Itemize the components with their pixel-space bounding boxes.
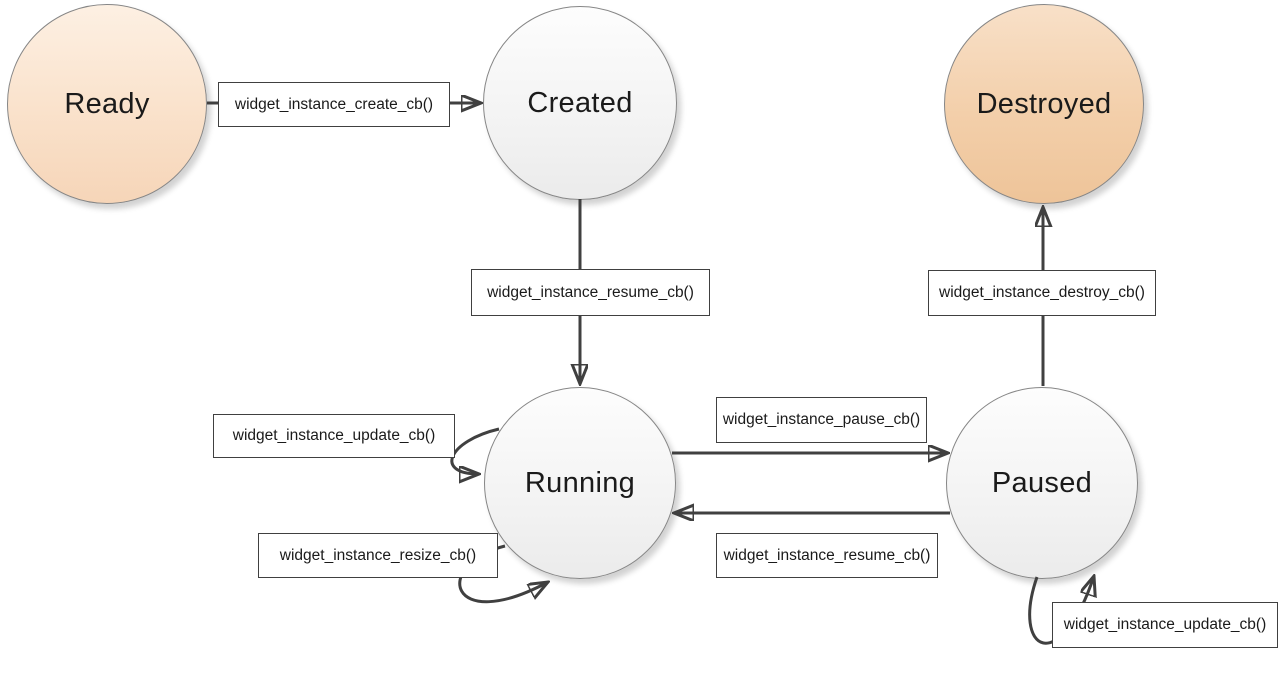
state-circle-destroyed: Destroyed: [944, 4, 1144, 204]
transition-label-resume-created-text: widget_instance_resume_cb(): [487, 283, 694, 301]
transition-label-destroy: widget_instance_destroy_cb(): [928, 270, 1156, 316]
state-label-destroyed: Destroyed: [976, 87, 1112, 120]
transition-label-update-paused-text: widget_instance_update_cb(): [1063, 616, 1267, 633]
state-circle-running: Running: [484, 387, 676, 579]
transition-label-resize-running-text: widget_instance_resize_cb(): [279, 546, 477, 564]
state-label-ready: Ready: [64, 87, 150, 120]
state-label-paused: Paused: [991, 466, 1093, 499]
transition-label-update-running-text: widget_instance_update_cb(): [232, 427, 436, 444]
transition-label-update-paused: widget_instance_update_cb(): [1052, 602, 1278, 648]
state-circle-paused: Paused: [946, 387, 1138, 579]
transition-label-create-text: widget_instance_create_cb(): [234, 95, 434, 113]
state-label-created: Created: [527, 86, 633, 119]
state-label-running: Running: [524, 466, 636, 499]
state-circle-ready: Ready: [7, 4, 207, 204]
transition-label-resume-paused-text: widget_instance_resume_cb(): [723, 546, 931, 564]
transition-label-destroy-text: widget_instance_destroy_cb(): [939, 284, 1145, 301]
transition-label-resume-paused: widget_instance_resume_cb(): [716, 533, 938, 578]
transition-label-resume-created: widget_instance_resume_cb(): [471, 269, 710, 316]
transition-label-pause: widget_instance_pause_cb(): [716, 397, 927, 443]
state-circle-created: Created: [483, 6, 677, 200]
transition-label-resize-running: widget_instance_resize_cb(): [258, 533, 498, 578]
transition-label-update-running: widget_instance_update_cb(): [213, 414, 455, 458]
transition-label-pause-text: widget_instance_pause_cb(): [722, 411, 921, 428]
transition-label-create: widget_instance_create_cb(): [218, 82, 450, 127]
